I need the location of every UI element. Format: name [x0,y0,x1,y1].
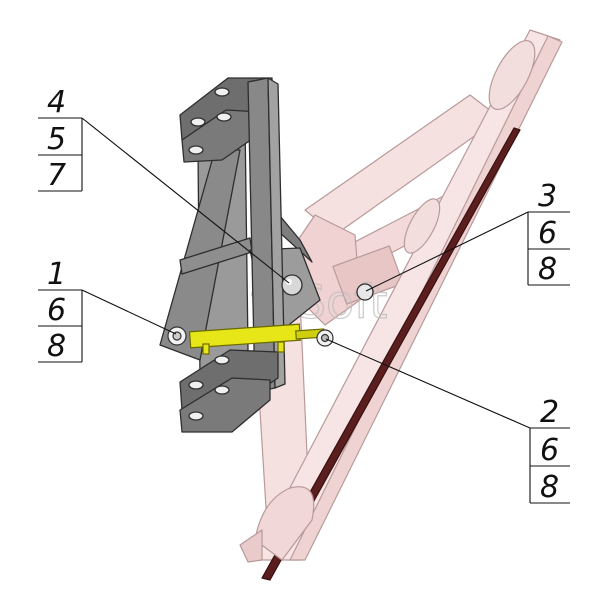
blade-cutting-edge [261,127,521,581]
frame-hub-plate [332,245,404,305]
callout-d-label-2: 6 [540,433,559,468]
callout-stack-c: 3 6 8 [527,179,570,287]
pivot-ball [281,274,303,296]
bolt-hole-7 [214,385,230,395]
cylinder-eye-right-hole [320,333,330,343]
leader-d [325,338,531,429]
callout-b-label-1: 1 [47,257,66,292]
leader-a [81,117,290,284]
callout-stack-b: 1 6 8 [38,257,83,364]
leader-lines [81,117,531,429]
bolt-hole-5 [214,355,230,365]
callout-b-label-3: 8 [47,329,66,364]
callout-c-label-3: 8 [538,252,557,287]
callout-a-label-3: 7 [47,158,66,193]
callout-a-label-1: 4 [47,85,66,120]
blade-joint [356,283,374,301]
blade-tip [239,529,263,563]
mount-bracket [159,77,374,433]
callout-b-label-2: 6 [47,293,66,328]
hydraulic-cylinder [167,323,334,355]
bolt-hole-8 [188,411,204,421]
bolt-hole-1 [214,87,230,97]
callout-c-label-2: 6 [538,216,557,251]
leader-c [365,211,529,292]
skid-upper [488,40,536,110]
cylinder-port-2 [277,341,285,353]
callout-d-label-1: 2 [540,395,559,430]
callout-c-label-1: 3 [538,179,557,214]
skid-lower [254,486,315,561]
skid-middle [403,198,441,254]
leader-b [81,289,177,335]
bolt-hole-4 [188,145,204,155]
callout-stack-a: 4 5 7 [38,85,83,193]
blade-frame [239,29,563,581]
bolt-hole-2 [190,117,206,127]
cylinder-port-1 [202,343,210,355]
bolt-hole-3 [216,112,232,122]
bracket-main-beam-face [267,77,286,389]
pivot-ball-shine [286,279,292,285]
bolt-hole-6 [188,380,204,390]
callout-d-label-3: 8 [540,470,559,505]
callout-a-label-2: 5 [47,122,66,157]
callout-stack-d: 2 6 8 [529,395,570,505]
